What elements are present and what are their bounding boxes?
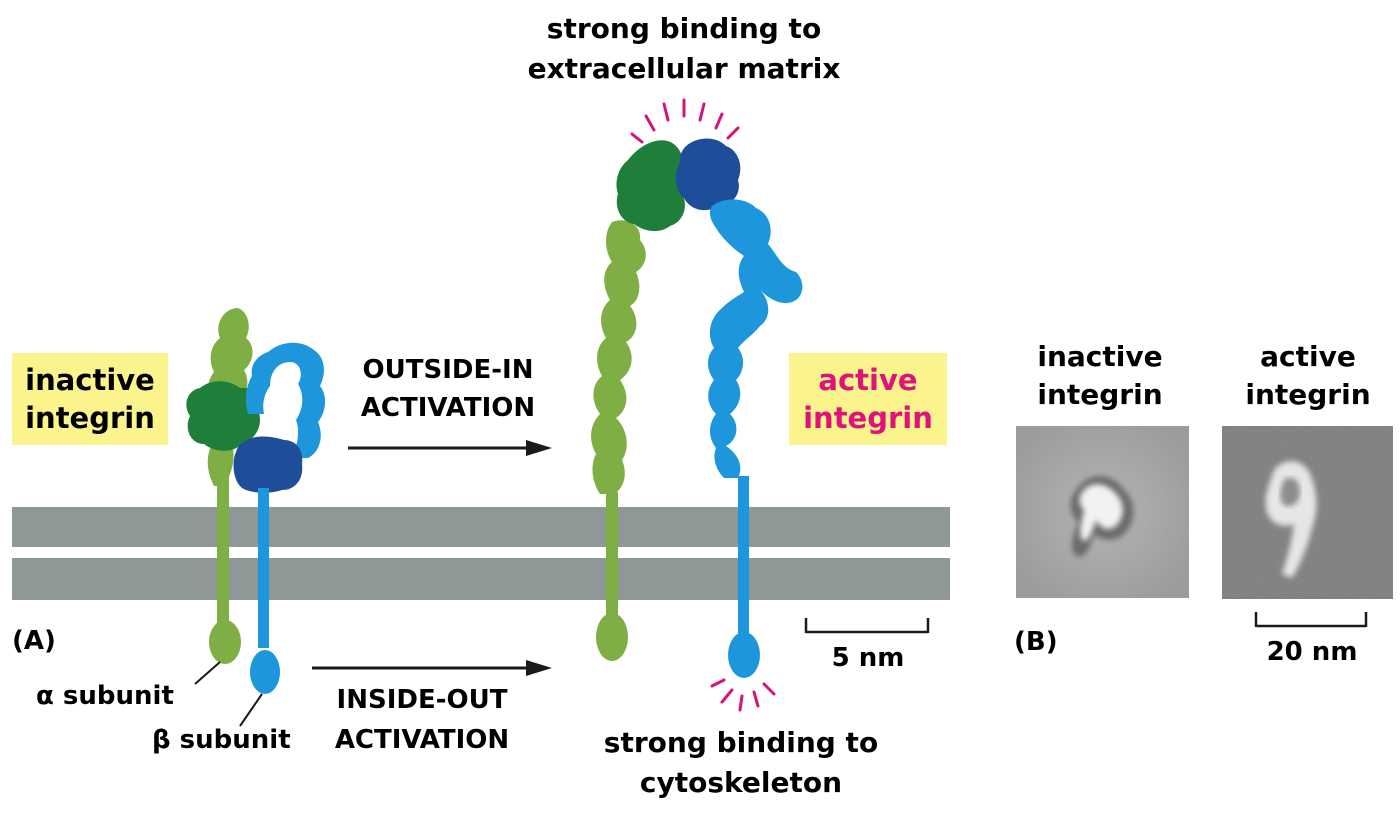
em-image-inactive [1016, 426, 1189, 598]
outside-in-label-line2: ACTIVATION [361, 393, 535, 423]
active-label-box [789, 353, 947, 445]
inside-out-label-line2: ACTIVATION [335, 725, 509, 755]
alpha-stalk-active [606, 492, 618, 617]
em-active-title-line1: active [1260, 340, 1356, 373]
beta-leg-extended [708, 199, 803, 479]
em-inactive-title-line1: inactive [1037, 340, 1162, 373]
inside-out-arrow [312, 660, 552, 676]
cyto-binding-text-line1: strong binding to [604, 726, 878, 759]
alpha-pointer-line [194, 661, 221, 685]
panel-a-label: (A) [12, 626, 56, 656]
beta-head [233, 436, 303, 493]
beta-cytoplasmic-tail-active [728, 632, 760, 678]
membrane-inner-leaflet [12, 558, 950, 600]
membrane-outer-leaflet [12, 507, 950, 547]
ecm-binding-text-line2: extracellular matrix [528, 52, 841, 85]
cyto-binding-text-line2: cytoskeleton [640, 766, 842, 799]
panel-b-label: (B) [1014, 627, 1058, 657]
alpha-stalk [217, 470, 229, 635]
ecm-binding-text-line1: strong binding to [547, 12, 821, 45]
outside-in-label-line1: OUTSIDE-IN [363, 355, 534, 385]
beta-leg-folded [245, 342, 326, 458]
active-label-line2: integrin [803, 401, 933, 435]
inside-out-label-line1: INSIDE-OUT [337, 685, 508, 715]
alpha-cytoplasmic-tail [209, 620, 241, 664]
beta-subunit-label: β subunit [152, 725, 291, 755]
beta-pointer-line [239, 693, 263, 727]
em-inactive-title-line2: integrin [1037, 378, 1162, 411]
cytoskeleton-binding-burst [710, 678, 776, 712]
scale-bar-5nm [804, 618, 930, 634]
em-image-active [1222, 426, 1393, 599]
beta-head-active [675, 138, 741, 211]
outside-in-arrow [348, 440, 552, 456]
active-label-line1: active [818, 363, 917, 397]
alpha-leg-extended [591, 220, 646, 495]
active-integrin-model [591, 138, 803, 678]
em-active-title-line2: integrin [1245, 378, 1370, 411]
beta-stalk [258, 488, 269, 648]
scale-label-5nm: 5 nm [832, 643, 905, 673]
beta-cytoplasmic-tail [250, 650, 280, 694]
cell-membrane [12, 507, 950, 600]
inactive-label-line2: integrin [25, 401, 155, 435]
alpha-head [186, 381, 261, 451]
ecm-binding-burst [630, 98, 740, 144]
alpha-cytoplasmic-tail-active [596, 613, 628, 661]
scale-bar-20nm [1254, 612, 1368, 628]
inactive-label-line1: inactive [25, 363, 155, 397]
beta-stalk-active [738, 476, 749, 636]
inactive-integrin-model [186, 308, 326, 694]
scale-label-20nm: 20 nm [1267, 637, 1358, 667]
alpha-subunit-label: α subunit [36, 681, 174, 711]
inactive-label-box [12, 353, 168, 445]
alpha-head-active [616, 140, 685, 232]
